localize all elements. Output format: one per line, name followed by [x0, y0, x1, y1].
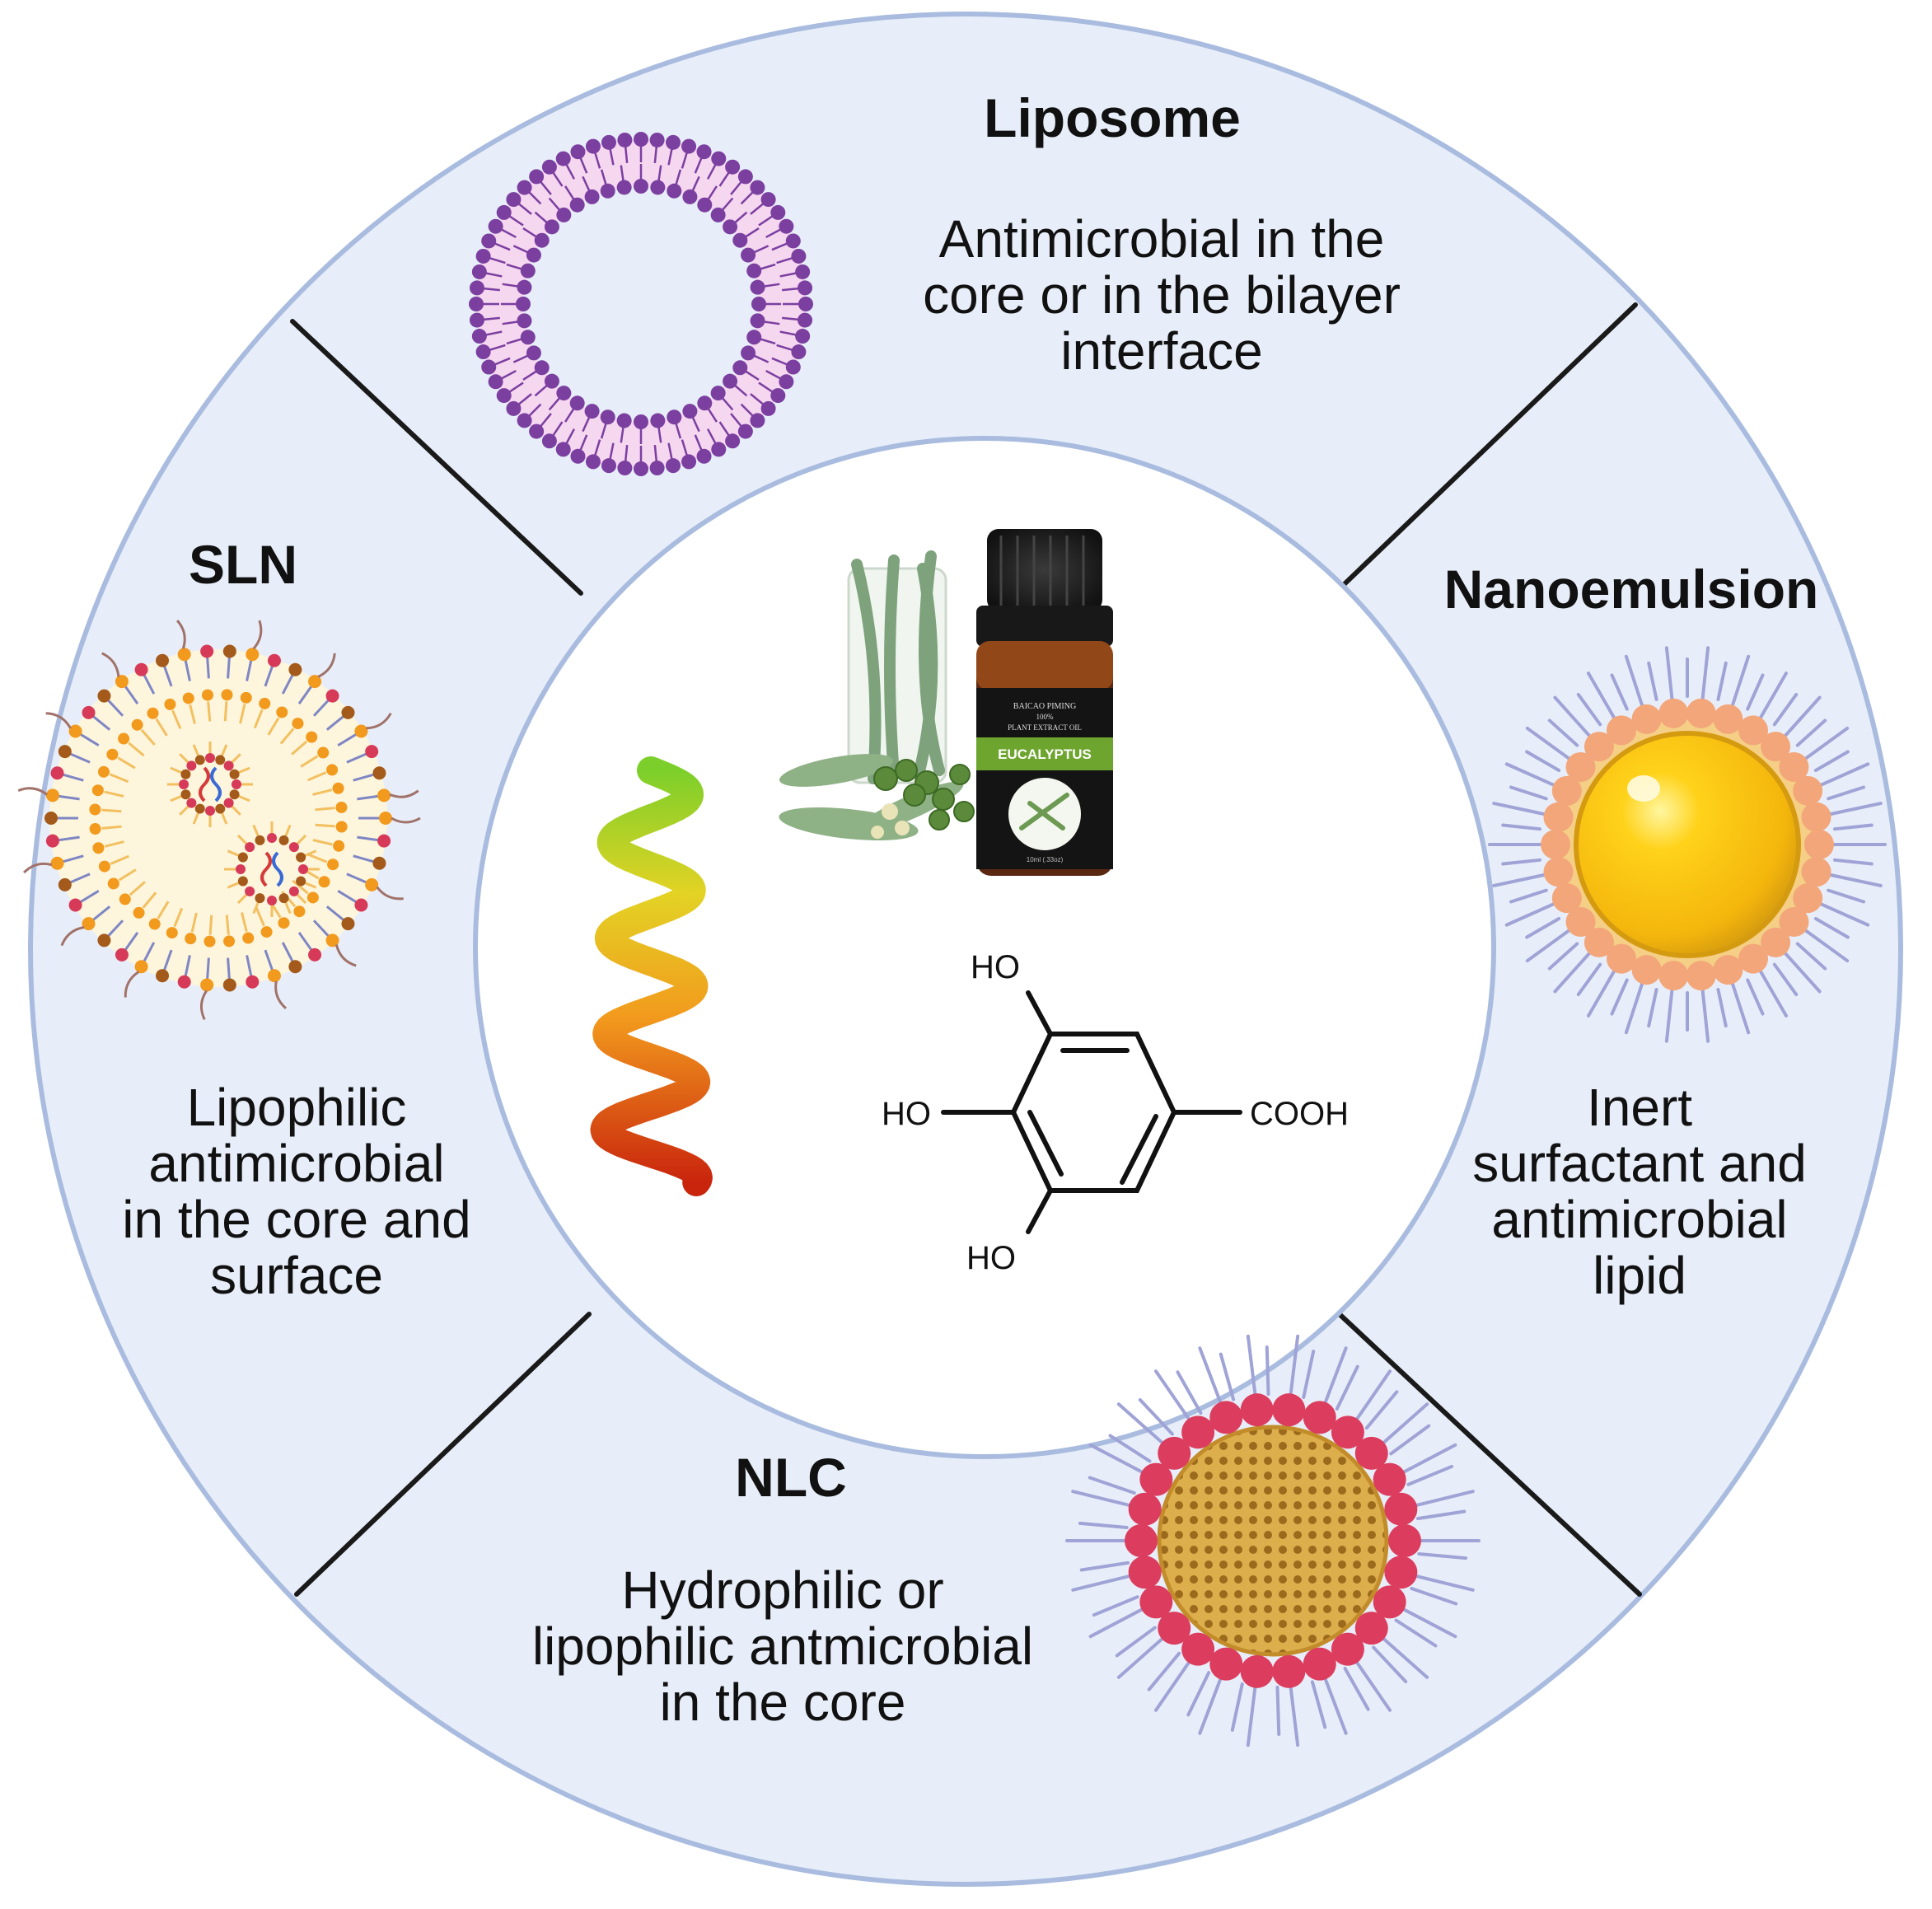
bottle-brand: BAICAO PIMING — [1013, 702, 1076, 711]
cooh-label: COOH — [1250, 1096, 1349, 1132]
divider-bottom-right — [1328, 1303, 1642, 1597]
bottle-band-label: EUCALYPTUS — [998, 746, 1092, 762]
protein-helix-image — [565, 746, 748, 1203]
gallic-acid-structure — [941, 990, 1242, 1234]
nlc-desc-line: in the core — [659, 1673, 906, 1732]
ring-dividers — [290, 302, 1642, 1597]
liposome-desc-line: Antimicrobial in the — [938, 209, 1385, 269]
divider-top-left — [290, 319, 583, 596]
liposome-desc-line: interface — [1060, 321, 1263, 381]
bottle-volume: 10ml (.33oz) — [1027, 856, 1064, 863]
ho-top-label: HO — [971, 949, 1020, 985]
dna-icon — [199, 766, 283, 887]
nanoemulsion-illustration — [1488, 646, 1887, 1043]
sln-desc-line: in the core and — [122, 1190, 471, 1249]
sln-desc-line: surface — [210, 1246, 383, 1305]
oil-bottle: BAICAO PIMING 100% PLANT EXTRACT OIL EUC… — [976, 529, 1113, 876]
nlc-illustration — [1065, 1334, 1481, 1748]
liposome-illustration — [469, 132, 813, 476]
nlc-title: NLC — [735, 1447, 847, 1508]
liposome-description: Antimicrobial in the core or in the bila… — [857, 211, 1467, 379]
ho-bottom-label: HO — [966, 1240, 1016, 1276]
eucalyptus-oil-photo: BAICAO PIMING 100% PLANT EXTRACT OIL EUC… — [779, 529, 1113, 876]
ho-middle-label: HO — [882, 1096, 931, 1132]
divider-top-right — [1328, 302, 1638, 600]
nlc-desc-line: Hydrophilic or — [621, 1560, 944, 1620]
nlc-desc-line: lipophilic antmicrobial — [531, 1617, 1034, 1676]
sln-desc-line: Lipophilic — [186, 1078, 407, 1137]
sln-description: Lipophilic antimicrobial in the core and… — [82, 1079, 511, 1303]
nanoemulsion-title: Nanoemulsion — [1443, 559, 1819, 620]
sln-desc-line: antimicrobial — [148, 1134, 445, 1193]
liposome-title: Liposome — [984, 87, 1241, 148]
nanoemulsion-description: Inert surfactant and antimicrobial lipid — [1434, 1079, 1845, 1303]
bottle-purity: 100% — [1036, 713, 1055, 721]
sln-illustration — [17, 620, 421, 1021]
sln-title: SLN — [189, 534, 297, 595]
liposome-desc-line: core or in the bilayer — [923, 265, 1401, 325]
nanoemulsion-desc-line: lipid — [1593, 1246, 1686, 1305]
nlc-description: Hydrophilic or lipophilic antmicrobial i… — [486, 1562, 1079, 1730]
nanoemulsion-desc-line: Inert — [1586, 1078, 1693, 1137]
nanoemulsion-desc-line: surfactant and — [1472, 1134, 1807, 1193]
bottle-type: PLANT EXTRACT OIL — [1008, 723, 1082, 732]
divider-bottom-left — [294, 1312, 592, 1597]
nanoemulsion-desc-line: antimicrobial — [1491, 1190, 1788, 1249]
